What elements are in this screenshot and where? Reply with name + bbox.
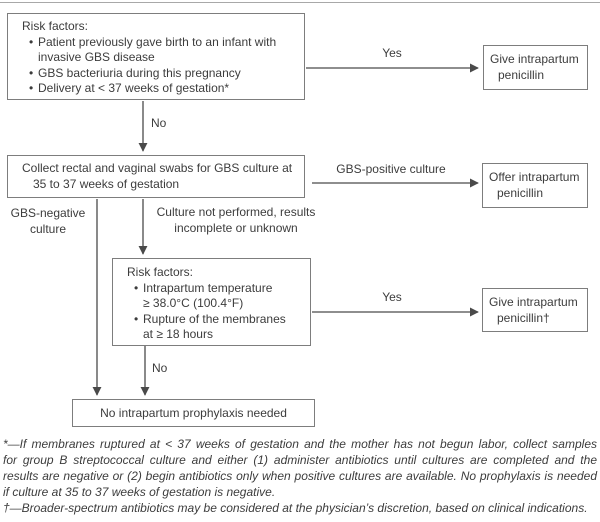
label-culture-not-performed-line2: incomplete or unknown	[174, 220, 298, 235]
collect-box-line2: 35 to 37 weeks of gestation	[33, 176, 180, 191]
risk-box-1-bullet-1-cont: invasive GBS disease	[38, 50, 155, 64]
footnote-dagger: †—Broader-spectrum antibiotics may be co…	[3, 501, 588, 515]
footnote-asterisk: *—If membranes ruptured at < 37 weeks of…	[3, 436, 597, 500]
bullet-icon: •	[29, 34, 34, 49]
risk-box-1-bullet-3: •Delivery at < 37 weeks of gestation*	[29, 81, 230, 95]
risk-box-2-bullet-2: •Rupture of the membranes	[134, 311, 286, 326]
label-culture-not-performed-line1: Culture not performed, results	[156, 205, 316, 219]
risk-box-2-bullet-2-cont: at ≥ 18 hours	[143, 327, 213, 341]
label-gbs-negative-line1: GBS-negative	[10, 206, 86, 220]
give-penicillin-1-line1: Give intrapartum	[490, 52, 579, 66]
risk-box-1-bullet-1: •Patient previously gave birth to an inf…	[29, 34, 277, 49]
label-gbs-negative-culture: GBS-negative culture	[8, 206, 88, 237]
bullet-icon: •	[29, 81, 34, 95]
risk-factors-box-1: Risk factors: •Patient previously gave b…	[7, 13, 305, 100]
bullet-icon: •	[134, 280, 139, 295]
give-penicillin-1-line2: penicillin	[498, 67, 545, 82]
label-no-1: No	[151, 116, 167, 130]
label-no-2: No	[152, 361, 168, 375]
footnote-asterisk-line1: *—If membranes ruptured at < 37 weeks of…	[3, 437, 597, 451]
risk-box-2-bullet-1: •Intrapartum temperature	[134, 280, 273, 295]
collect-box-line1: Collect rectal and vaginal swabs for GBS…	[22, 161, 293, 175]
offer-penicillin-box: Offer intrapartum penicillin	[482, 163, 588, 208]
give-penicillin-box-2: Give intrapartum penicillin†	[482, 288, 588, 332]
risk-box-2-title: Risk factors:	[127, 265, 194, 279]
offer-penicillin-line1: Offer intrapartum	[489, 170, 580, 184]
offer-penicillin-line2: penicillin	[497, 185, 544, 200]
give-penicillin-2-line1: Give intrapartum	[489, 295, 578, 309]
label-yes-1: Yes	[382, 46, 402, 60]
risk-box-2-bullet-1-cont: ≥ 38.0°C (100.4°F)	[143, 296, 244, 310]
bullet-icon: •	[134, 311, 139, 326]
label-gbs-negative-line2: culture	[29, 221, 67, 236]
risk-factors-box-2: Risk factors: •Intrapartum temperature ≥…	[112, 258, 311, 346]
label-culture-not-performed: Culture not performed, results incomplet…	[150, 205, 322, 236]
footnotes: *—If membranes ruptured at < 37 weeks of…	[3, 436, 597, 516]
footnote-asterisk-line2: for group B streptococcal culture and ei…	[3, 453, 597, 467]
risk-box-1-title: Risk factors:	[22, 19, 89, 33]
footnote-asterisk-line3: results are negative or (2) begin antibi…	[3, 469, 597, 483]
top-divider	[0, 2, 600, 3]
risk-box-1-bullet-2: •GBS bacteriuria during this pregnancy	[29, 65, 241, 80]
give-penicillin-box-1: Give intrapartum penicillin	[483, 45, 588, 90]
no-prophylaxis-box: No intrapartum prophylaxis needed	[72, 399, 315, 427]
collect-swabs-box: Collect rectal and vaginal swabs for GBS…	[7, 155, 305, 198]
footnote-asterisk-line4: if culture at 35 to 37 weeks of gestatio…	[3, 485, 276, 499]
label-gbs-positive-culture: GBS-positive culture	[336, 162, 446, 176]
give-penicillin-2-line2: penicillin†	[497, 310, 550, 325]
bullet-icon: •	[29, 65, 34, 80]
label-yes-2: Yes	[382, 290, 402, 304]
